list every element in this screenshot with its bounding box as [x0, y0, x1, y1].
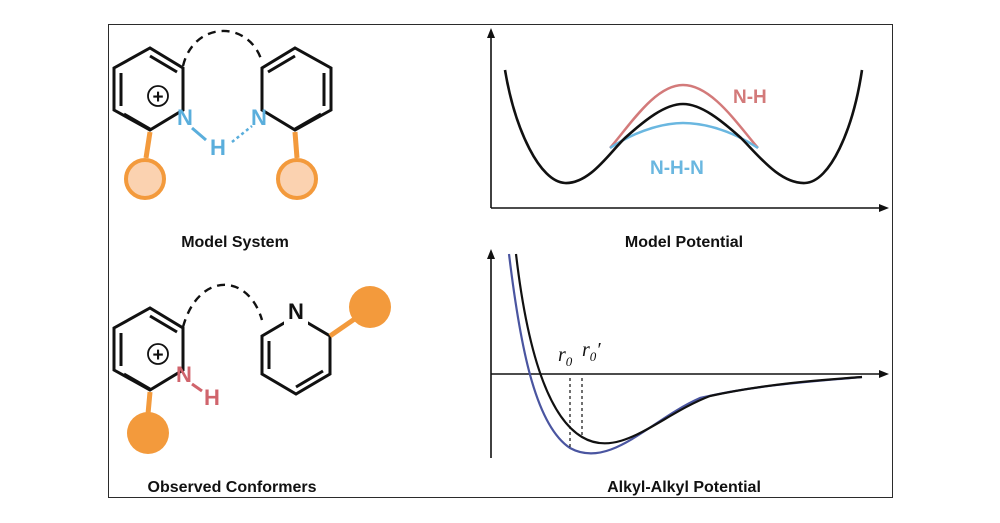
atom-n-free-backdrop	[284, 299, 308, 325]
curve-alkyl-black	[514, 253, 863, 445]
alkyl-bond-right	[328, 315, 358, 339]
label-r0p-main: r	[582, 339, 590, 361]
pyridine-ring-icon	[260, 46, 333, 132]
y-axis-arrow	[487, 28, 495, 38]
pyridine-ring-icon	[112, 306, 185, 392]
hydrogen-bond-dashed	[231, 125, 253, 143]
plus-charge-text: +	[152, 345, 163, 366]
caption-alkyl-potential: Alkyl-Alkyl Potential	[607, 479, 761, 496]
dashed-tether-icon	[181, 283, 264, 328]
label-r0-sub: 0	[566, 354, 573, 369]
atom-n-free: N	[288, 299, 304, 324]
alkyl-substituent-icon	[276, 158, 318, 200]
atom-n-left: N	[177, 105, 193, 130]
alkyl-substituent-icon	[349, 286, 391, 328]
label-r0p-sub: 0	[590, 349, 597, 364]
label-r0: r0	[558, 344, 573, 369]
curve-nh	[609, 83, 759, 149]
plus-charge-text: +	[152, 87, 163, 108]
alkyl-bond-left	[143, 131, 153, 159]
pyridine-ring-icon	[260, 314, 332, 396]
alkyl-substituent-icon	[124, 158, 166, 200]
atom-n-protonated: N	[176, 362, 192, 387]
model-potential-plot: N-H N-H-N	[487, 28, 889, 212]
alkyl-substituent-icon	[127, 412, 169, 454]
caption-model-potential: Model Potential	[625, 234, 743, 251]
alkyl-bond-left	[145, 391, 153, 415]
atom-h-shared: H	[210, 135, 226, 160]
atom-h-bound: H	[204, 385, 220, 410]
label-r0-main: r	[558, 344, 566, 366]
x-axis-arrow	[879, 204, 889, 212]
pyridine-ring-icon	[112, 46, 185, 132]
plus-charge-icon	[147, 85, 169, 107]
x-axis-arrow	[879, 370, 889, 378]
dashed-tether-icon	[181, 29, 264, 67]
y-axis-arrow	[487, 249, 495, 259]
observed-conformers-molecule: + N H N	[112, 283, 391, 454]
label-nhn: N-H-N	[650, 158, 704, 179]
curve-nhn	[609, 121, 759, 150]
label-r0p-prime: ′	[596, 339, 601, 361]
curve-double-well	[503, 69, 864, 185]
figure-frame	[108, 24, 893, 498]
atom-n-right: N	[251, 105, 267, 130]
alkyl-bond-right	[292, 131, 300, 159]
n-h-bond	[191, 126, 207, 142]
label-r0-prime: r0′	[582, 339, 601, 364]
caption-model-system: Model System	[181, 234, 289, 251]
plus-charge-icon	[147, 343, 169, 365]
model-system-molecule: + N H N	[112, 29, 333, 200]
label-nh: N-H	[733, 87, 767, 108]
n-h-bond	[191, 382, 203, 393]
alkyl-potential-plot: r0 r0′	[487, 249, 889, 458]
caption-observed-conformers: Observed Conformers	[148, 479, 317, 496]
